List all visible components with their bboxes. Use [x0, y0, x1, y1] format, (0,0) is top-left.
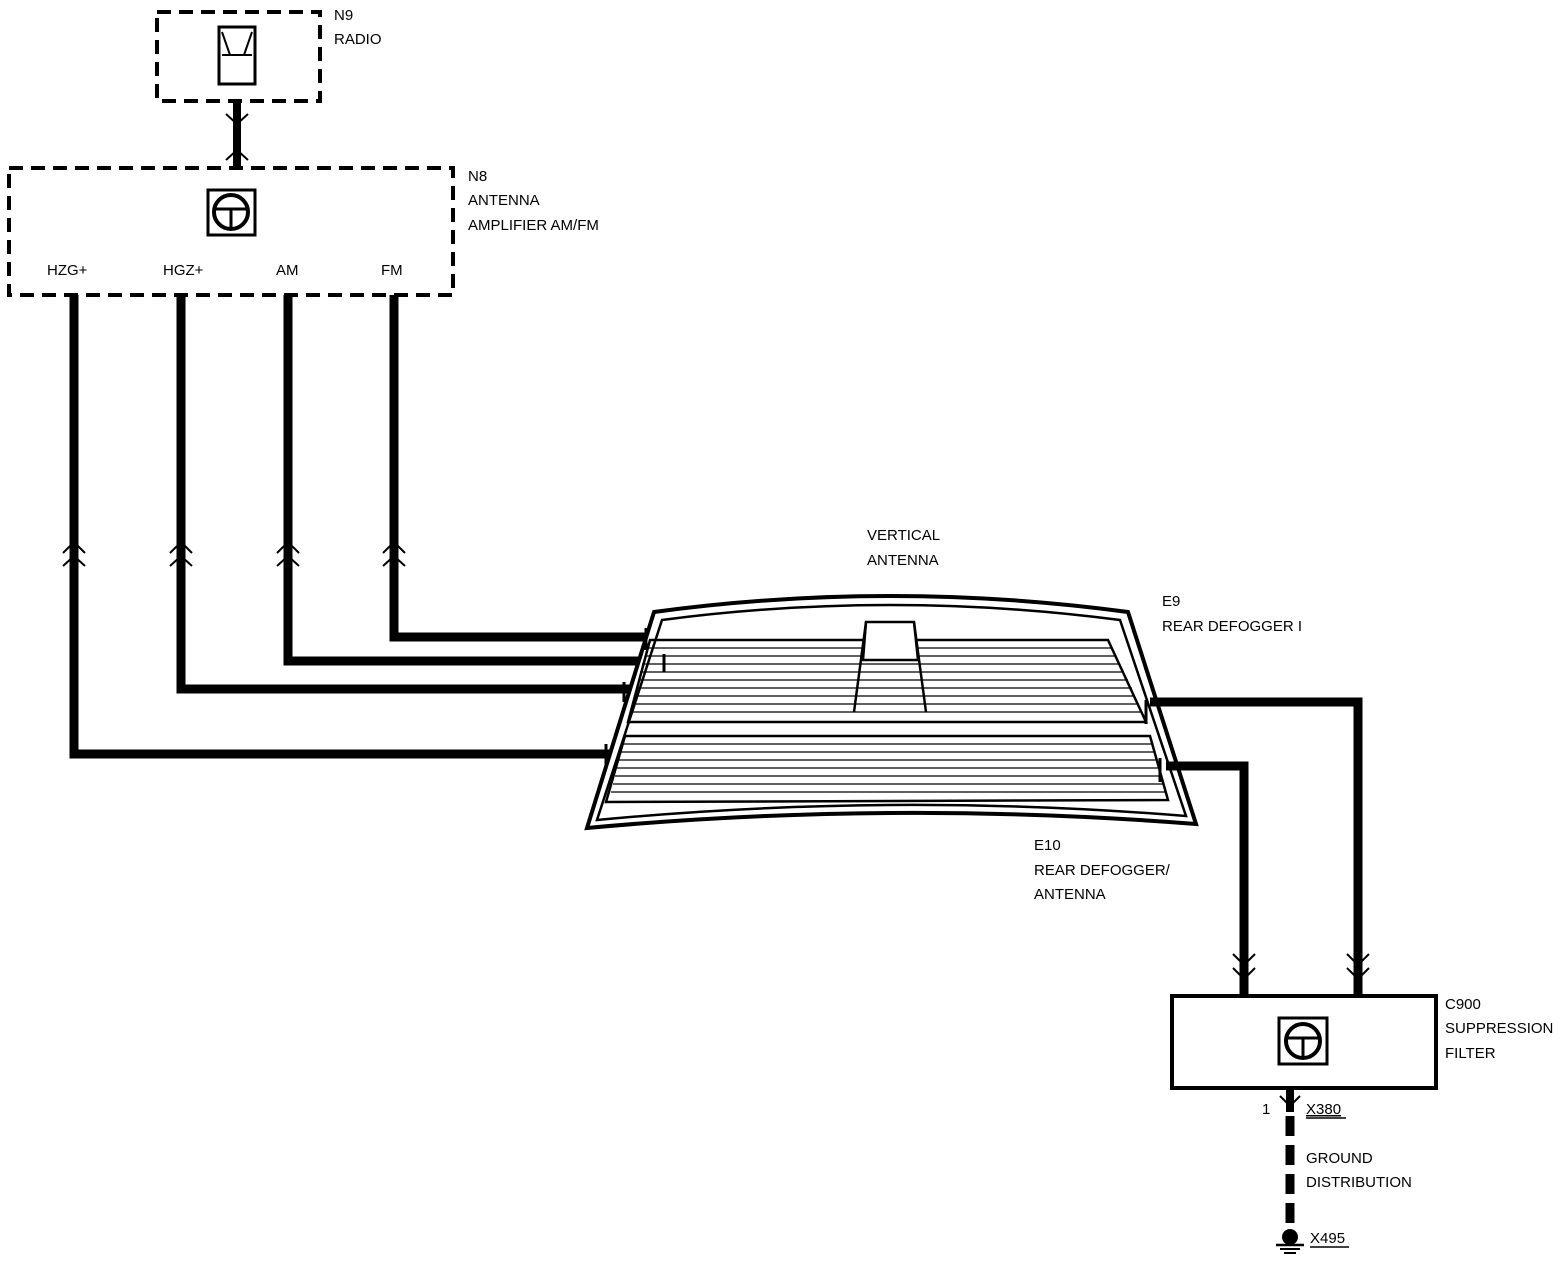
e9-ref: E9	[1162, 593, 1180, 610]
radio-icon	[217, 25, 257, 86]
filter-icon	[1277, 1016, 1329, 1066]
radio-ref: N9	[334, 7, 353, 24]
pin-am: AM	[276, 262, 299, 279]
pin-hzg: HZG+	[47, 262, 88, 279]
radio-name: RADIO	[334, 31, 382, 48]
ground-pin: 1	[1262, 1101, 1270, 1118]
wire-e10-filter	[1166, 761, 1249, 996]
ground-label-2: DISTRIBUTION	[1306, 1174, 1412, 1191]
vertical-antenna-label-2: ANTENNA	[867, 552, 939, 569]
filter-ref: C900	[1445, 996, 1481, 1013]
vertical-antenna-label-1: VERTICAL	[867, 527, 940, 544]
wire-hgz	[176, 295, 630, 694]
e10-name-2: ANTENNA	[1034, 886, 1106, 903]
wire-fm	[389, 295, 652, 642]
filter-name-2: FILTER	[1445, 1045, 1496, 1062]
e10-ref: E10	[1034, 837, 1061, 854]
ground-point: X495	[1310, 1230, 1345, 1247]
ground-icon	[1276, 1229, 1304, 1254]
rear-window	[584, 594, 1199, 831]
ground-label-1: GROUND	[1306, 1150, 1373, 1167]
ground-wire	[1279, 1088, 1301, 1228]
ground-connector: X380	[1306, 1101, 1341, 1118]
amplifier-box	[7, 166, 455, 297]
wire-am	[283, 295, 642, 666]
e10-name-1: REAR DEFOGGER/	[1034, 862, 1171, 879]
filter-name-1: SUPPRESSION	[1445, 1020, 1553, 1037]
amplifier-ref: N8	[468, 168, 487, 185]
filter-connectors	[1232, 953, 1370, 981]
e9-name: REAR DEFOGGER I	[1162, 618, 1302, 635]
pin-hgz: HGZ+	[163, 262, 204, 279]
pin-fm: FM	[381, 262, 403, 279]
amplifier-name-1: ANTENNA	[468, 192, 540, 209]
wire-hzg	[69, 295, 618, 759]
wire-connectors	[62, 540, 406, 567]
wire-e9-filter	[1150, 697, 1363, 996]
amplifier-icon	[206, 188, 257, 237]
amplifier-name-2: AMPLIFIER AM/FM	[468, 217, 599, 234]
radio-amp-connector	[225, 101, 249, 168]
